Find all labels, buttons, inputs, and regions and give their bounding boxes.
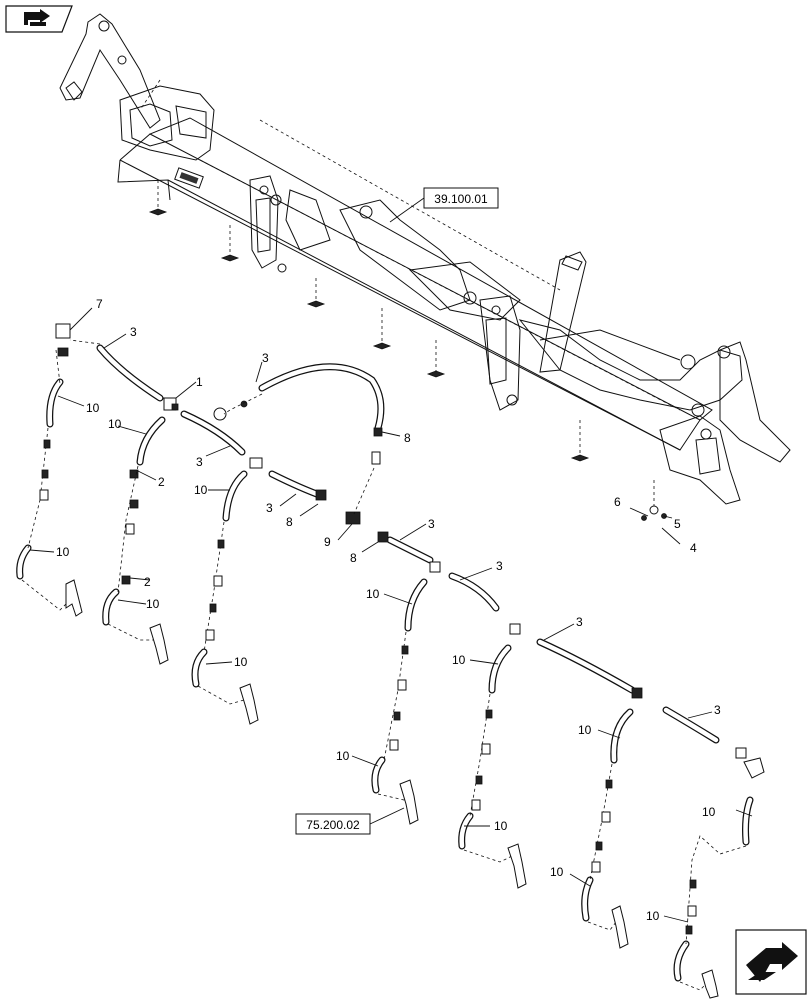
callout-10: 10 — [366, 587, 380, 601]
opener-reference-label: 75.200.02 — [306, 818, 360, 832]
callout-10: 10 — [146, 597, 160, 611]
frame-reference-label: 39.100.01 — [434, 192, 488, 206]
callout-10: 10 — [494, 819, 508, 833]
callout-10: 10 — [194, 483, 208, 497]
callout-10: 10 — [86, 401, 100, 415]
callout-10: 10 — [452, 653, 466, 667]
opener-reference-box[interactable]: 75.200.02 — [295, 807, 405, 835]
callout-2: 2 — [158, 475, 165, 489]
callout-3: 3 — [428, 517, 435, 531]
callout-labels: 7 3 10 1 3 10 8 3 2 10 3 8 9 8 3 10 2 10… — [56, 297, 721, 923]
callout-7: 7 — [96, 297, 103, 311]
toolbar-frame — [59, 13, 791, 505]
callout-3: 3 — [196, 455, 203, 469]
callout-10: 10 — [646, 909, 660, 923]
callout-10: 10 — [550, 865, 564, 879]
callout-8: 8 — [286, 515, 293, 529]
callout-10: 10 — [702, 805, 716, 819]
callout-3: 3 — [262, 351, 269, 365]
callout-10: 10 — [56, 545, 70, 559]
frame-reference-box[interactable]: 39.100.01 — [389, 187, 499, 223]
callout-10: 10 — [234, 655, 248, 669]
opener-boots — [65, 579, 719, 999]
next-page-arrow-icon — [746, 942, 798, 982]
callout-3: 3 — [266, 501, 273, 515]
back-nav-button[interactable] — [5, 5, 73, 33]
callout-5: 5 — [674, 517, 681, 531]
callout-2: 2 — [144, 575, 151, 589]
callout-3: 3 — [576, 615, 583, 629]
callout-10: 10 — [578, 723, 592, 737]
callout-8: 8 — [404, 431, 411, 445]
callout-3: 3 — [714, 703, 721, 717]
fittings — [21, 323, 765, 991]
callout-4: 4 — [690, 541, 697, 555]
hose-assemblies — [16, 344, 754, 982]
callout-3: 3 — [496, 559, 503, 573]
next-page-button[interactable] — [735, 929, 807, 995]
callout-1: 1 — [196, 375, 203, 389]
callout-10: 10 — [108, 417, 122, 431]
return-arrow-icon — [24, 9, 50, 26]
callout-3: 3 — [130, 325, 137, 339]
callout-8: 8 — [350, 551, 357, 565]
mounting-bolts — [148, 180, 667, 521]
callout-9: 9 — [324, 535, 331, 549]
callout-10: 10 — [336, 749, 350, 763]
callout-leaders — [29, 307, 753, 923]
callout-6: 6 — [614, 495, 621, 509]
